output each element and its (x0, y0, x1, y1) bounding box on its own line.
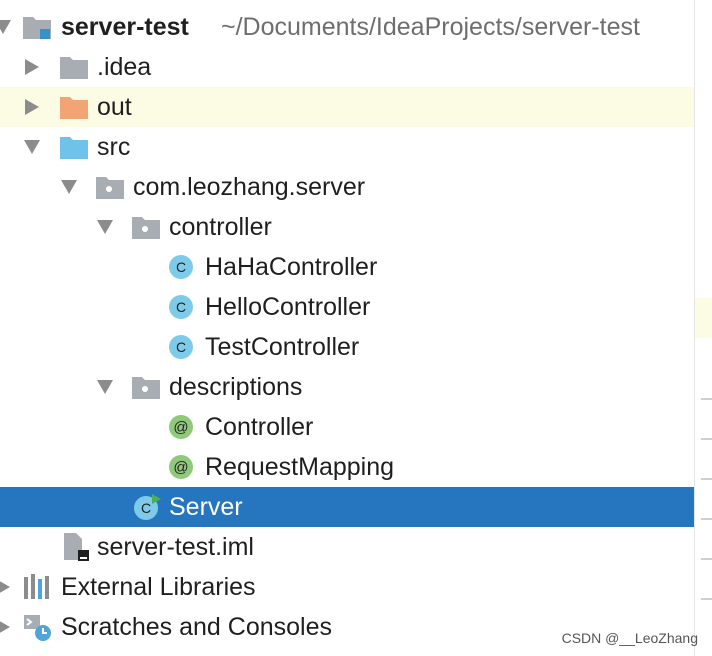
folder-icon (60, 54, 88, 82)
tree-label-controller: controller (169, 213, 272, 241)
editor-gutter-strip (694, 0, 712, 656)
annotation-icon: @ (167, 413, 195, 441)
library-icon (23, 573, 51, 601)
excluded-folder-icon (60, 94, 88, 122)
tree-row-project-root[interactable]: server-test ~/Documents/IdeaProjects/ser… (0, 7, 694, 47)
chevron-down-icon[interactable] (96, 378, 114, 396)
tree-row-annotation-requestmapping[interactable]: @ RequestMapping (0, 447, 694, 487)
runnable-class-icon: C (132, 493, 161, 521)
tree-label-out: out (97, 93, 132, 121)
watermark: CSDN @__LeoZhang (561, 630, 698, 646)
module-file-icon (62, 532, 90, 561)
tree-label-hahacontroller: HaHaController (205, 253, 378, 281)
svg-text:C: C (141, 500, 151, 516)
module-folder-icon (22, 13, 51, 41)
tree-label-idea: .idea (97, 53, 152, 81)
package-icon (132, 374, 160, 402)
tree-row-testcontroller[interactable]: C TestController (0, 327, 694, 367)
tree-row-annotation-controller[interactable]: @ Controller (0, 407, 694, 447)
project-name: server-test (61, 13, 189, 41)
tree-label-descriptions: descriptions (169, 373, 303, 401)
source-folder-icon (60, 134, 88, 162)
svg-text:@: @ (173, 459, 188, 476)
class-icon: C (167, 293, 195, 321)
chevron-down-icon[interactable] (96, 218, 114, 236)
svg-text:C: C (176, 339, 186, 355)
project-tree: server-test ~/Documents/IdeaProjects/ser… (0, 7, 694, 647)
tree-label-server: Server (169, 493, 243, 521)
tree-row-hellocontroller[interactable]: C HelloController (0, 287, 694, 327)
class-icon: C (167, 253, 195, 281)
chevron-down-icon[interactable] (60, 178, 78, 196)
svg-text:C: C (176, 259, 186, 275)
tree-row-descriptions[interactable]: descriptions (0, 367, 694, 407)
chevron-down-icon[interactable] (0, 18, 12, 36)
tree-label-src: src (97, 133, 131, 161)
tree-label-testcontroller: TestController (205, 333, 360, 361)
tree-label-external-libraries: External Libraries (61, 573, 256, 601)
tree-row-src[interactable]: src (0, 127, 694, 167)
chevron-right-icon[interactable] (0, 578, 12, 596)
chevron-right-icon[interactable] (23, 98, 41, 116)
tree-label-annotation-controller: Controller (205, 413, 314, 441)
tree-row-idea[interactable]: .idea (0, 47, 694, 87)
chevron-down-icon[interactable] (23, 138, 41, 156)
svg-text:C: C (176, 299, 186, 315)
package-icon (132, 214, 160, 242)
tree-label-package: com.leozhang.server (133, 173, 366, 201)
tree-row-external-libraries[interactable]: External Libraries (0, 567, 694, 607)
chevron-right-icon[interactable] (23, 58, 41, 76)
tree-label-annotation-requestmapping: RequestMapping (205, 453, 395, 481)
tree-row-hahacontroller[interactable]: C HaHaController (0, 247, 694, 287)
gutter-highlight (695, 298, 712, 338)
package-icon (96, 174, 124, 202)
tree-row-server[interactable]: C Server (0, 487, 694, 527)
svg-text:@: @ (173, 419, 188, 436)
tree-label-hellocontroller: HelloController (205, 293, 371, 321)
project-path: ~/Documents/IdeaProjects/server-test (221, 13, 640, 41)
gutter-marker (701, 598, 712, 600)
tree-row-package[interactable]: com.leozhang.server (0, 167, 694, 207)
tree-row-out[interactable]: out (0, 87, 694, 127)
class-icon: C (167, 333, 195, 361)
chevron-right-icon[interactable] (0, 618, 12, 636)
gutter-marker (701, 438, 712, 440)
gutter-marker (701, 398, 712, 400)
tree-row-controller[interactable]: controller (0, 207, 694, 247)
tree-label-iml: server-test.iml (97, 533, 254, 561)
gutter-marker (701, 558, 712, 560)
gutter-marker (701, 518, 712, 520)
gutter-marker (701, 478, 712, 480)
annotation-icon: @ (167, 453, 195, 481)
tree-row-scratches[interactable]: Scratches and Consoles (0, 607, 694, 647)
tree-row-iml[interactable]: server-test.iml (0, 527, 694, 567)
tree-label-scratches: Scratches and Consoles (61, 613, 332, 641)
scratches-icon (23, 613, 51, 641)
